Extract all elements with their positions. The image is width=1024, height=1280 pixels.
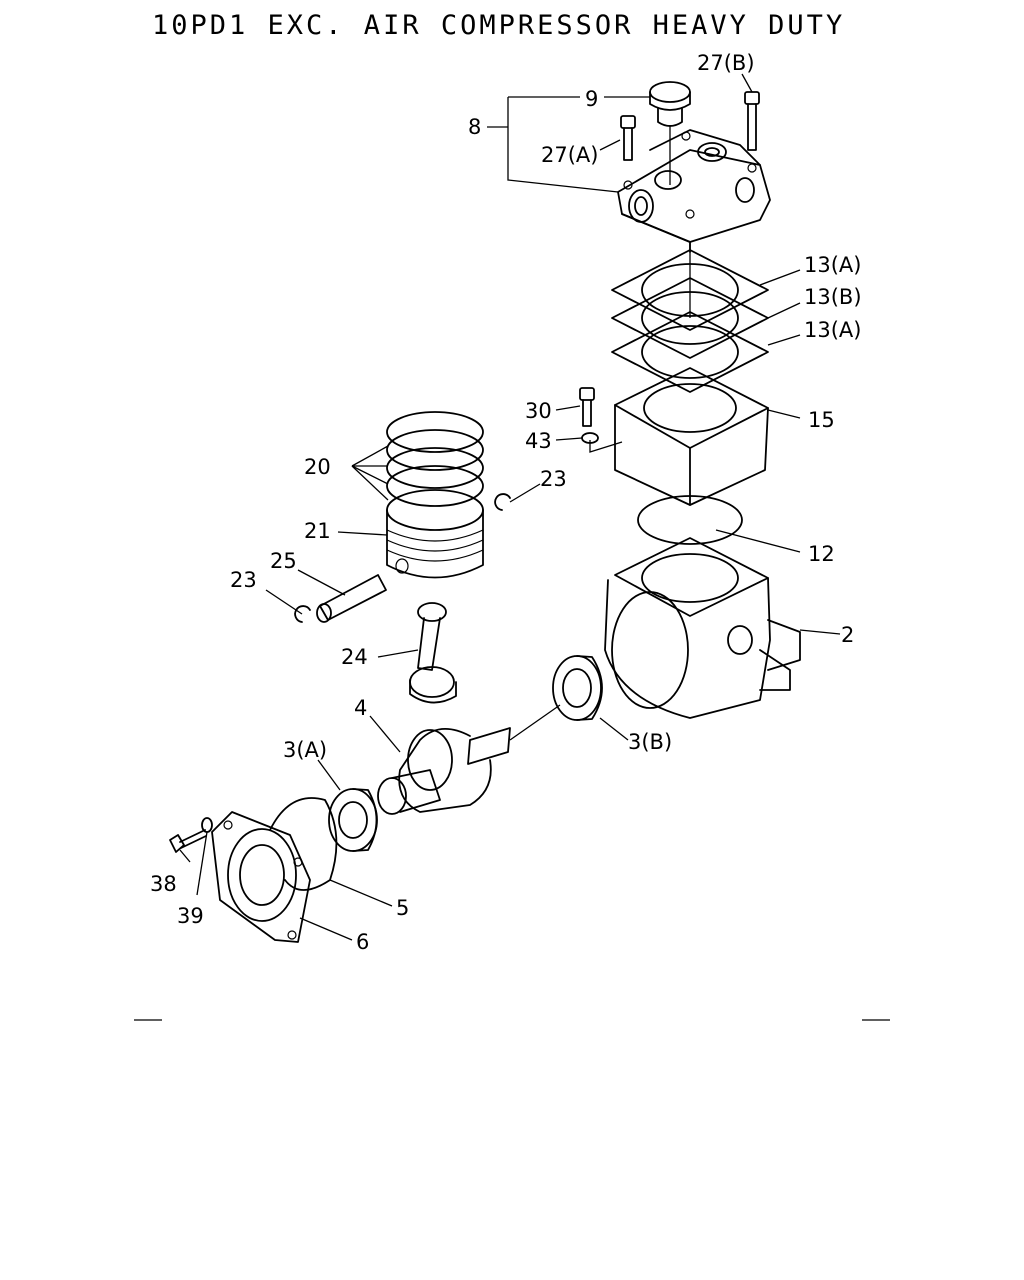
- callout-27a: 27(A): [541, 143, 598, 167]
- piston-pin-part: [316, 574, 387, 623]
- callout-43: 43: [525, 429, 552, 453]
- bolt-27a-part: [620, 115, 636, 161]
- callout-8: 8: [468, 115, 481, 139]
- bolt-27b-part: [744, 91, 760, 151]
- bolt-30-part: [579, 387, 595, 427]
- callout-13b: 13(B): [804, 285, 862, 309]
- callout-25: 25: [270, 549, 297, 573]
- callout-24: 24: [341, 645, 368, 669]
- snap-ring-23-right-part: [494, 493, 511, 511]
- callout-13a-top: 13(A): [804, 253, 861, 277]
- callout-39: 39: [177, 904, 204, 928]
- callout-3b: 3(B): [628, 730, 672, 754]
- connecting-rod-part: [409, 602, 457, 704]
- callout-12: 12: [808, 542, 835, 566]
- callout-38: 38: [150, 872, 177, 896]
- callout-5: 5: [396, 896, 409, 920]
- callout-21: 21: [304, 519, 331, 543]
- callout-6: 6: [356, 930, 369, 954]
- callout-27b: 27(B): [697, 51, 755, 75]
- bolt-38-part: [169, 829, 207, 853]
- crankshaft-part: [377, 727, 511, 815]
- crankcase-part: [604, 537, 801, 719]
- snap-ring-23-left-part: [294, 605, 311, 623]
- rear-cover-part: [211, 811, 311, 943]
- piston-rings-part: [386, 411, 484, 507]
- plug-part: [649, 81, 691, 127]
- callout-20: 20: [304, 455, 331, 479]
- bearing-3a-part: [328, 788, 378, 852]
- callout-2: 2: [841, 623, 854, 647]
- callout-9: 9: [585, 87, 598, 111]
- callout-30: 30: [525, 399, 552, 423]
- callout-15: 15: [808, 408, 835, 432]
- callout-23-left: 23: [230, 568, 257, 592]
- gasket-13a-bottom-part: [611, 311, 769, 393]
- callout-3a: 3(A): [283, 738, 327, 762]
- leader-lines: [179, 73, 841, 941]
- gasket-5-part: [269, 797, 338, 891]
- callout-13a-bottom: 13(A): [804, 318, 861, 342]
- callout-4: 4: [354, 696, 367, 720]
- callout-23-right: 23: [540, 467, 567, 491]
- piston-part: [386, 489, 484, 579]
- page-title: 10PD1 EXC. AIR COMPRESSOR HEAVY DUTY: [152, 10, 846, 41]
- washer-39-part: [201, 817, 213, 833]
- valve-plate-15-part: [614, 367, 769, 506]
- bearing-3b-part: [552, 655, 603, 721]
- callout-labels: 27(B) 9 8 27(A) 13(A) 13(B) 13(A) 30 43 …: [150, 51, 862, 954]
- gasket-12-part: [637, 495, 743, 545]
